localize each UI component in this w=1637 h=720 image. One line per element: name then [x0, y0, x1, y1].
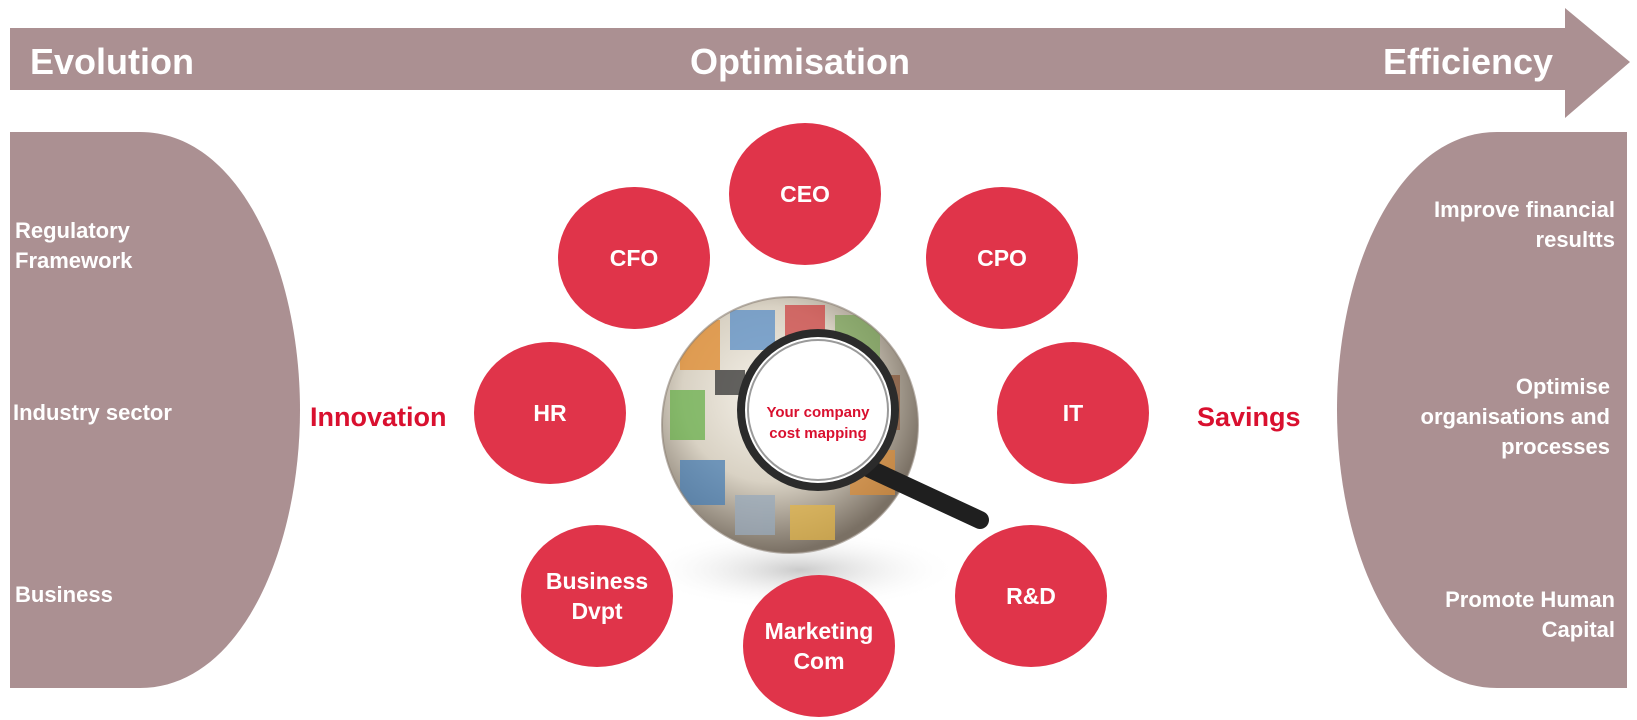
right-panel-item-organisations: Optimise organisations and processes [1420, 374, 1610, 459]
left-panel-item-regulatory: Regulatory Framework [15, 218, 133, 273]
right-panel [1337, 132, 1627, 688]
role-business-dvpt: Business Dvpt [521, 525, 673, 667]
arrow-label-evolution: Evolution [30, 41, 194, 82]
left-panel-item-business: Business [15, 582, 113, 607]
role-marketing-com: Marketing Com [743, 575, 895, 717]
role-ceo: CEO [729, 123, 881, 265]
role-it: IT [997, 342, 1149, 484]
role-rd: R&D [955, 525, 1107, 667]
right-panel-item-human-capital: Promote Human Capital [1445, 587, 1615, 642]
globe-magnifier-icon [660, 296, 989, 610]
role-cfo: CFO [558, 187, 710, 329]
role-hr: HR [474, 342, 626, 484]
lens-text: Your company cost mapping [766, 404, 870, 442]
arrow-label-optimisation: Optimisation [690, 41, 911, 82]
top-arrow [10, 8, 1630, 118]
arrow-label-efficiency: Efficiency [1383, 41, 1554, 82]
role-cpo: CPO [926, 187, 1078, 329]
keyword-innovation: Innovation [310, 402, 447, 432]
left-panel [10, 132, 300, 688]
right-panel-item-financial: Improve financial resultts [1434, 197, 1615, 252]
keyword-savings: Savings [1197, 402, 1301, 432]
left-panel-item-industry: Industry sector [13, 400, 172, 425]
